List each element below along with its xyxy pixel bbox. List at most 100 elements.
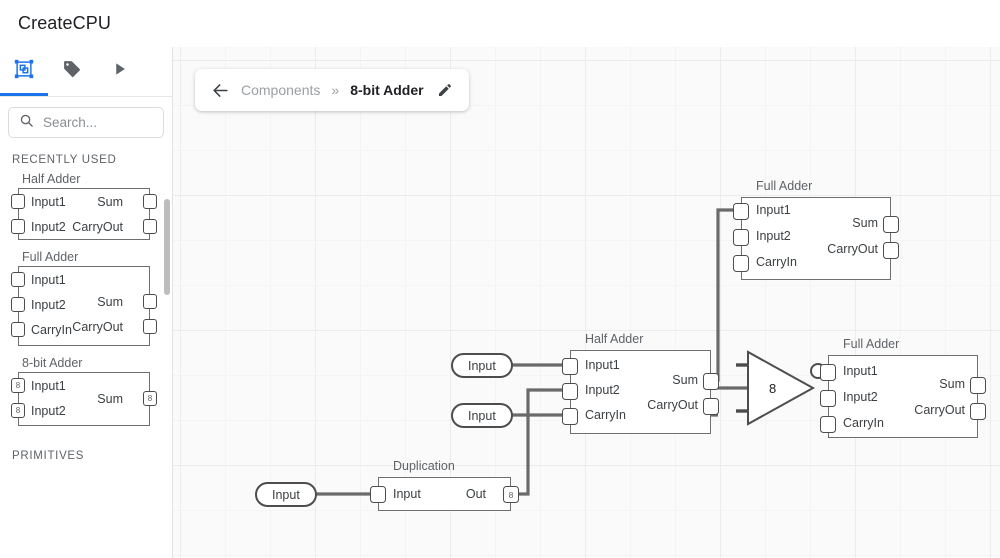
component-port-row: CarryIn [11, 317, 149, 342]
node-port-label: Input2 [585, 383, 620, 397]
port-label: Input2 [31, 297, 66, 312]
component-port-row: 8 Input1 [11, 373, 149, 398]
breadcrumb: Components » 8-bit Adder [195, 69, 469, 111]
node-port-label: Input1 [843, 364, 878, 378]
component-title: 8-bit Adder [22, 356, 83, 370]
node-port-label: CarryIn [843, 416, 884, 430]
node-duplication[interactable]: Duplication Input Out 8 [370, 459, 519, 511]
wire [511, 388, 570, 496]
node-port-input1[interactable] [820, 364, 836, 381]
search-placeholder: Search... [43, 115, 98, 130]
component-port-row: 8 Input2 [11, 398, 149, 423]
port-label: Input1 [31, 194, 66, 209]
section-recently-used: RECENTLY USED [12, 154, 117, 166]
node-port-label: Input [393, 487, 421, 501]
app-title: CreateCPU [18, 13, 111, 33]
port-output[interactable] [143, 294, 157, 309]
node-port-out[interactable]: 8 [503, 486, 519, 503]
tab-components[interactable] [0, 47, 48, 97]
port-input[interactable]: 8 [11, 403, 25, 418]
node-port-carryout[interactable] [703, 398, 719, 415]
node-port-carryin[interactable] [733, 255, 749, 272]
node-port-input[interactable] [370, 486, 386, 503]
node-port-label: Sum [672, 373, 698, 387]
input-pill-1[interactable]: Input [451, 353, 513, 378]
port-output[interactable]: 8 [143, 391, 157, 406]
component-port-row: Input1 Sum [11, 189, 157, 214]
node-port-input2[interactable] [562, 383, 578, 400]
bus-buffer[interactable]: 8 [748, 352, 813, 424]
tab-labels[interactable] [48, 47, 96, 97]
node-port-sum[interactable] [970, 377, 986, 394]
node-port-label: Sum [939, 377, 965, 391]
node-port-label: CarryIn [585, 408, 626, 422]
back-button[interactable] [211, 81, 230, 100]
node-port-carryin[interactable] [820, 416, 836, 433]
rename-button[interactable] [437, 82, 453, 98]
node-port-label: CarryOut [914, 403, 965, 417]
canvas[interactable]: Components » 8-bit Adder Full Adder Inpu… [173, 47, 1000, 558]
port-output[interactable] [143, 219, 157, 234]
node-title: Full Adder [756, 179, 813, 193]
port-input[interactable] [11, 219, 25, 234]
sidebar: Search... RECENTLY USED Half Adder Input… [0, 47, 173, 558]
component-title: Full Adder [22, 250, 79, 264]
sidebar-tabs [0, 47, 172, 97]
port-label: Sum [97, 295, 123, 309]
node-title: Full Adder [843, 337, 900, 351]
port-output[interactable] [143, 319, 157, 334]
component-select-icon [13, 58, 35, 85]
node-port-input2[interactable] [820, 390, 836, 407]
component-body: Input1 Sum Input2 CarryOut [11, 188, 157, 240]
port-output[interactable] [143, 194, 157, 209]
node-port-label: Input2 [843, 390, 878, 404]
section-primitives: PRIMITIVES [12, 450, 85, 462]
breadcrumb-parent[interactable]: Components [241, 82, 321, 98]
port-input[interactable] [11, 194, 25, 209]
node-port-label: CarryOut [827, 242, 878, 256]
node-port-carryin[interactable] [562, 408, 578, 425]
node-port-label: Input1 [756, 203, 791, 217]
component-body: 8 Input1 8 Input2 Sum 8 [11, 372, 157, 426]
port-label: Sum [97, 194, 123, 209]
search-input[interactable]: Search... [8, 107, 164, 138]
node-port-carryout[interactable] [883, 242, 899, 259]
port-input[interactable] [11, 297, 25, 312]
port-input[interactable]: 8 [11, 378, 25, 393]
component-port-row: Input2 CarryOut [11, 214, 157, 239]
tab-run[interactable] [96, 47, 144, 97]
component-body: Input1 Input2 CarryIn Sum CarryOut [11, 266, 157, 346]
node-title: Duplication [393, 459, 455, 473]
component-title: Half Adder [22, 172, 81, 186]
node-port-label: Input2 [756, 229, 791, 243]
node-port-carryout[interactable] [970, 403, 986, 420]
sidebar-component-half-adder[interactable]: Half Adder Input1 Sum Input2 CarryOut [0, 172, 172, 240]
sidebar-scrollbar[interactable] [164, 199, 170, 295]
node-port-label: Out [465, 487, 486, 501]
node-full-adder-right[interactable]: Full Adder Input1 Input2 CarryIn Sum Car… [820, 337, 986, 438]
port-label: Input2 [31, 219, 66, 234]
node-port-input1[interactable] [733, 203, 749, 220]
port-label: CarryOut [72, 219, 123, 234]
node-port-input2[interactable] [733, 229, 749, 246]
port-label: CarryOut [72, 320, 123, 334]
port-label: Input1 [31, 272, 66, 287]
component-port-row: Input1 [11, 267, 149, 292]
node-port-sum[interactable] [883, 216, 899, 233]
input-pill-3[interactable]: Input [255, 482, 317, 507]
node-port-sum[interactable] [703, 373, 719, 390]
port-label: Input1 [31, 378, 66, 393]
node-full-adder-top[interactable]: Full Adder Input1 Input2 CarryIn Sum Car… [733, 179, 899, 280]
node-port-input1[interactable] [562, 358, 578, 375]
node-port-label: Input1 [585, 358, 620, 372]
breadcrumb-current: 8-bit Adder [350, 82, 424, 98]
port-input[interactable] [11, 272, 25, 287]
port-input[interactable] [11, 322, 25, 337]
input-pill-2[interactable]: Input [451, 403, 513, 428]
tag-icon [62, 59, 82, 84]
breadcrumb-separator: » [331, 82, 340, 98]
node-half-adder[interactable]: Half Adder Input1 Input2 CarryIn Sum Car… [562, 332, 719, 434]
play-icon [111, 60, 129, 83]
sidebar-component-full-adder[interactable]: Full Adder Input1 Input2 CarryIn Sum Car… [0, 250, 172, 346]
sidebar-component-8bit-adder[interactable]: 8-bit Adder 8 Input1 8 Input2 Sum 8 [0, 356, 172, 426]
